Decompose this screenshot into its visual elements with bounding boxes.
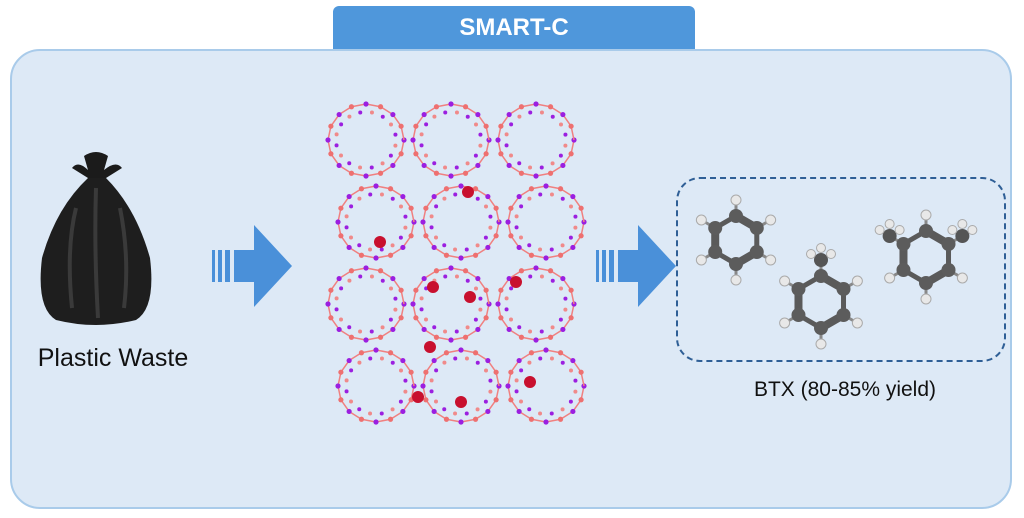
plastic-waste-label: Plastic Waste — [37, 344, 189, 372]
btx-molecules-box — [676, 177, 1006, 362]
title-tab: SMART-C — [333, 6, 695, 50]
garbage-bag-icon — [40, 152, 152, 325]
btx-molecules-icon — [695, 194, 978, 350]
arrow-icon — [596, 225, 676, 307]
zeolite-framework-icon — [325, 101, 587, 425]
btx-yield-label: BTX (80-85% yield) — [753, 378, 937, 401]
arrow-icon — [212, 225, 292, 307]
